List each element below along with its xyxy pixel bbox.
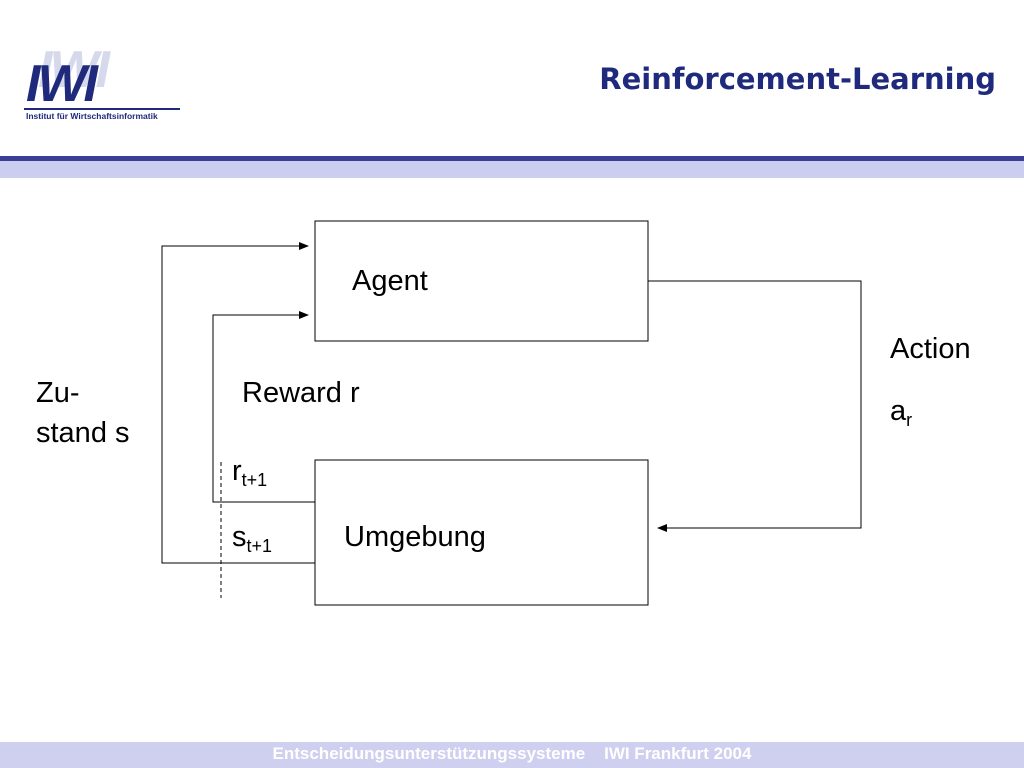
action-symbol-subscript: r [906,410,913,430]
logo-text: IWI [26,55,98,113]
reward-arrow [212,311,315,503]
state-label-line2: stand s [36,417,130,449]
footer-course: Entscheidungsunterstützungssysteme [272,744,586,763]
action-label: Action [890,333,971,365]
reward-next-letter: r [232,455,242,487]
action-arrow [648,280,862,532]
logo-subtitle: Institut für Wirtschaftsinformatik [26,111,158,121]
action-symbol: ar [890,395,913,431]
agent-box [314,220,649,342]
reward-next-subscript: t+1 [241,470,268,490]
reward-next-label: rt+1 [232,455,268,491]
logo-shadow-text: IWI [38,41,110,99]
header-rule-light [0,161,1024,178]
page-title: Reinforcement-Learning [599,62,996,96]
state-arrow [161,242,315,564]
state-next-subscript: t+1 [246,536,273,556]
iwi-logo: IWI IWI Institut für Wirtschaftsinformat… [24,44,184,124]
state-label-line1: Zu- [36,377,80,409]
footer-text: Entscheidungsunterstützungssysteme IWI F… [0,744,1024,764]
environment-label: Umgebung [344,521,486,553]
reward-label: Reward r [242,377,360,409]
header-rule-dark [0,156,1024,161]
state-next-label: st+1 [232,521,273,557]
footer-bar: Entscheidungsunterstützungssysteme IWI F… [0,742,1024,768]
logo-rule [24,108,180,110]
state-next-letter: s [232,521,247,553]
environment-box [314,459,649,606]
footer-institute: IWI Frankfurt 2004 [604,744,752,763]
action-symbol-letter: a [890,395,907,427]
agent-label: Agent [352,265,428,297]
